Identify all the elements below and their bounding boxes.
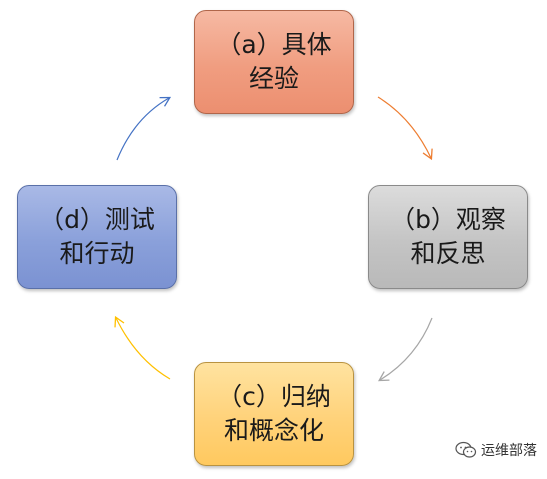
node-observation-reflection: （b）观察 和反思 bbox=[368, 185, 528, 289]
arrow-c-to-d bbox=[114, 315, 171, 380]
node-testing-action: （d）测试 和行动 bbox=[17, 185, 177, 289]
node-a-line1: （a）具体 bbox=[216, 30, 332, 59]
node-c-line1: （c）归纳 bbox=[217, 382, 331, 411]
watermark: 运维部落 bbox=[455, 440, 537, 460]
node-c-line2: 和概念化 bbox=[223, 416, 324, 445]
node-b-line1: （b）观察 bbox=[390, 205, 506, 234]
node-d-line2: 和行动 bbox=[59, 239, 135, 268]
node-concrete-experience: （a）具体 经验 bbox=[194, 10, 354, 114]
node-a-line2: 经验 bbox=[248, 64, 299, 93]
node-abstract-conceptualization: （c）归纳 和概念化 bbox=[194, 362, 354, 466]
arrow-d-to-a bbox=[116, 96, 172, 161]
watermark-text: 运维部落 bbox=[481, 443, 537, 459]
arrow-a-to-b bbox=[377, 96, 433, 161]
arrow-b-to-c bbox=[378, 317, 433, 382]
node-d-line1: （d）测试 bbox=[39, 205, 155, 234]
node-b-line2: 和反思 bbox=[410, 239, 486, 268]
wechat-icon bbox=[455, 441, 477, 458]
